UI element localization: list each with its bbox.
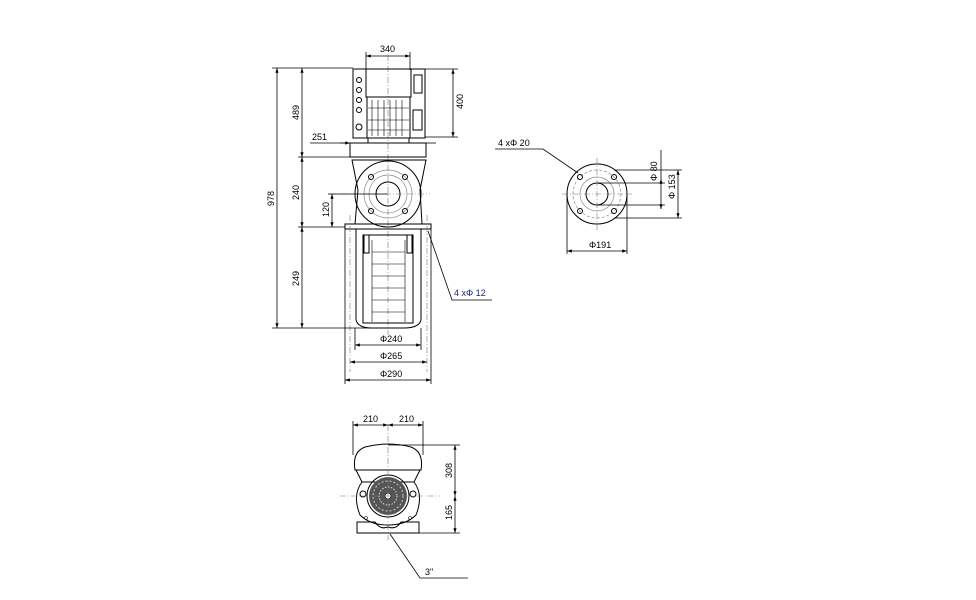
flange-view: 4 xΦ 20 Φ 80 Φ 153 Φ191 xyxy=(495,138,682,254)
dim-bolt-circle: Φ 153 xyxy=(667,174,677,199)
dim-outer: Φ191 xyxy=(589,240,611,250)
dim-half-left: 210 xyxy=(363,414,378,424)
dim-total-height: 978 xyxy=(266,191,276,206)
dim-half-right: 210 xyxy=(399,414,414,424)
dim-flange-offset: 251 xyxy=(312,132,327,142)
base-holes-note: 4 xΦ 12 xyxy=(454,288,486,298)
top-view: 210 210 308 165 3" xyxy=(340,414,468,579)
pump-head xyxy=(330,159,430,228)
dim-base-d2: Φ265 xyxy=(380,351,402,361)
dim-motor-width: 340 xyxy=(380,44,395,54)
dim-motor-to-axis: 308 xyxy=(444,463,454,478)
flange-holes-note: 4 xΦ 20 xyxy=(498,138,530,148)
motor xyxy=(352,68,426,139)
dim-base-d3: Φ290 xyxy=(380,369,402,379)
pump-base xyxy=(344,215,432,372)
dim-motor-height: 400 xyxy=(455,94,465,109)
dim-axis-to-base: 165 xyxy=(444,505,454,520)
dim-upper-height: 489 xyxy=(291,105,301,120)
dim-lower-height: 249 xyxy=(291,271,301,286)
dimensions-front xyxy=(272,52,492,384)
dim-bore: Φ 80 xyxy=(649,161,659,181)
port-thread-note: 3" xyxy=(425,567,433,577)
dim-pump-head-height: 240 xyxy=(291,185,301,200)
dim-base-d1: Φ240 xyxy=(380,334,402,344)
dim-port-height: 120 xyxy=(321,202,331,217)
front-view: 340 400 978 489 251 240 120 249 Φ240 Φ26… xyxy=(266,44,492,384)
